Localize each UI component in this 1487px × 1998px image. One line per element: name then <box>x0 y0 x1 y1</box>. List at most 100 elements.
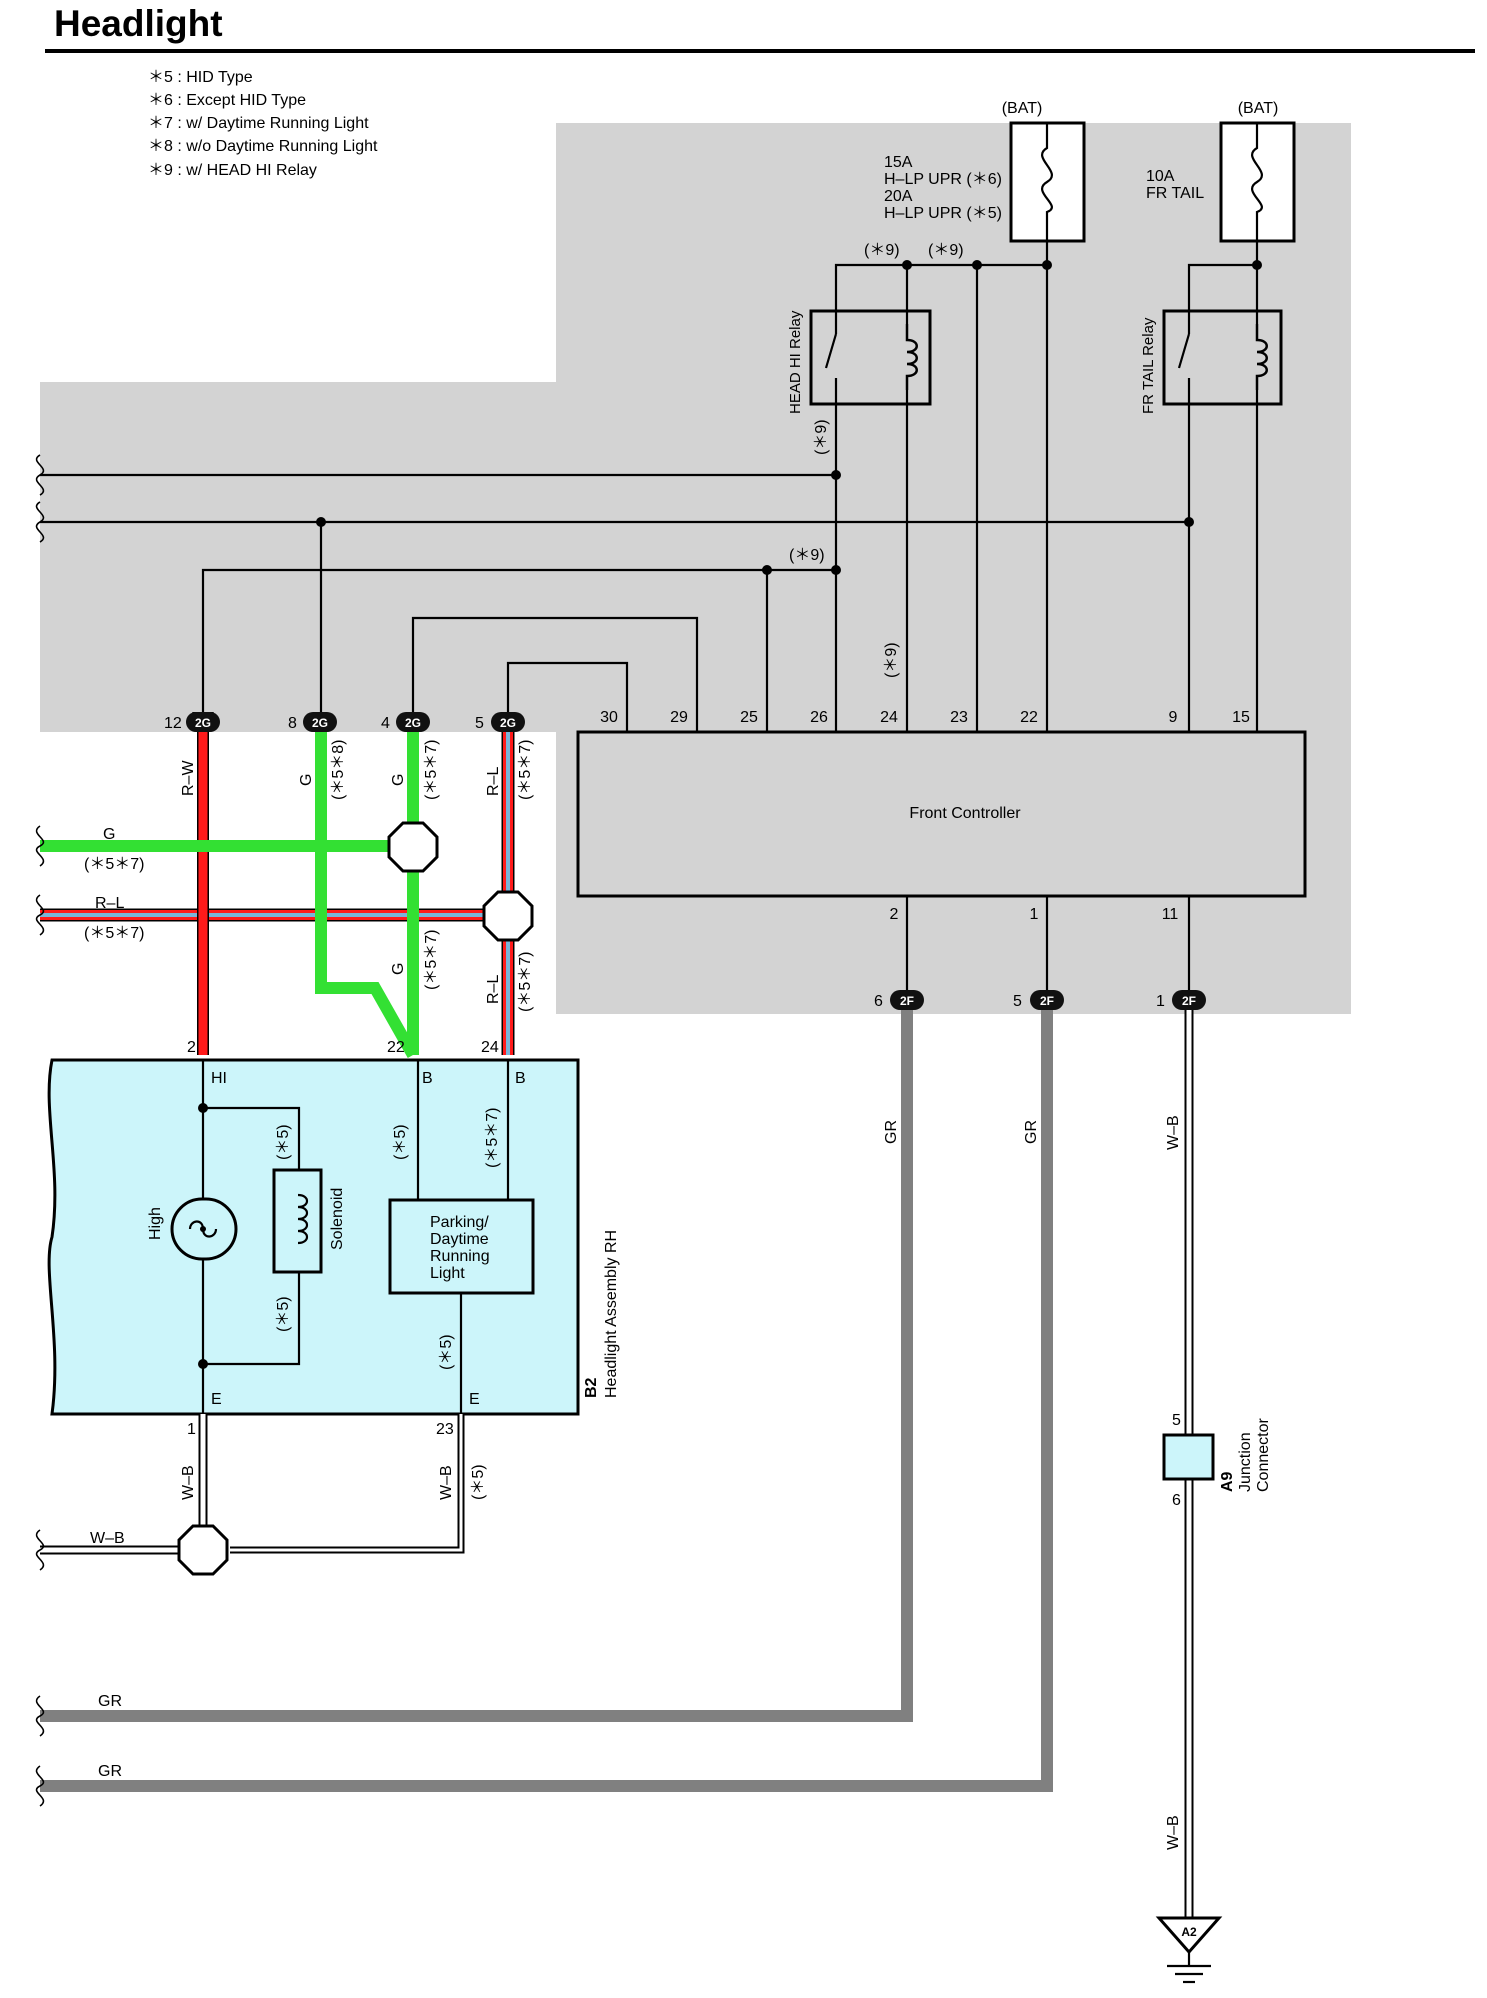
notes-legend: ＊5 : HID Type ＊6 : Except HID Type ＊7 : … <box>148 69 378 179</box>
tag-n57: (＊5＊7) <box>84 925 144 942</box>
junction-name-line: Junction <box>1237 1432 1254 1492</box>
fr-tail-relay <box>1162 309 1283 406</box>
wire-color-label: R–L <box>485 975 502 1004</box>
note-item: ＊5 : HID Type <box>148 69 253 86</box>
fr-tail-relay-label: FR TAIL Relay <box>1140 317 1157 414</box>
drl-label-line: Parking/ <box>430 1214 489 1231</box>
fuse-h-lp-upr <box>1009 121 1086 243</box>
wire-color-label: W–B <box>438 1465 455 1500</box>
gr-wires <box>35 1010 1053 1807</box>
connector-code: 2F <box>1040 994 1054 1008</box>
junction-code: A9 <box>1219 1471 1236 1492</box>
tag-n57: (＊5＊7) <box>484 1108 501 1168</box>
wire-color-label: W–B <box>180 1465 197 1500</box>
pin-label: 5 <box>1172 1412 1181 1429</box>
tag-n9: (＊9) <box>928 242 964 259</box>
terminal-label: HI <box>211 1070 227 1087</box>
wire-color-label: G <box>298 774 315 786</box>
pin-label: 5 <box>1013 993 1022 1010</box>
pin-label: 1 <box>187 1421 196 1438</box>
pin-label: 6 <box>874 993 883 1010</box>
pin-label: 2 <box>890 906 899 923</box>
drl-label-line: Running <box>430 1248 490 1265</box>
solenoid-label: Solenoid <box>329 1188 346 1250</box>
front-controller-label: Front Controller <box>909 805 1021 822</box>
fuse-fr-tail <box>1219 121 1296 243</box>
pin-label: 15 <box>1232 709 1250 726</box>
solenoid-icon <box>272 1168 323 1274</box>
wire-color-label: W–B <box>90 1530 125 1547</box>
tag-n57: (＊5＊7) <box>423 930 440 990</box>
connector-code: 2F <box>900 994 914 1008</box>
tag-n5: (＊5) <box>275 1296 292 1332</box>
pin-label: 22 <box>1020 709 1038 726</box>
tag-n5: (＊5) <box>392 1124 409 1160</box>
wire-color-label: R–W <box>180 760 197 796</box>
tag-n57: (＊5＊7) <box>423 740 440 800</box>
fuse1-line: 20A <box>884 188 913 205</box>
ground-label: A2 <box>1181 1925 1197 1939</box>
pin-label: 29 <box>670 709 688 726</box>
pin-label: 12 <box>164 715 182 732</box>
tag-n9: (＊9) <box>789 547 825 564</box>
drl-label-line: Light <box>430 1265 465 1282</box>
fuse1-line: 15A <box>884 154 913 171</box>
fuse2-line: FR TAIL <box>1146 185 1204 202</box>
headlight-assembly-box <box>47 1058 580 1416</box>
pin-label: 24 <box>880 709 898 726</box>
headlight-internal-wiring <box>198 1060 510 1414</box>
connector-code: 2G <box>500 716 516 730</box>
note-item: ＊8 : w/o Daytime Running Light <box>148 138 378 155</box>
wire-color-label: G <box>103 826 115 843</box>
wire-color-label: GR <box>98 1763 122 1780</box>
headlight-code: B2 <box>583 1377 600 1398</box>
front-controller-top-pins: 30 29 25 26 24 23 22 9 15 <box>600 709 1250 726</box>
wire-color-label: GR <box>98 1693 122 1710</box>
harness-wires <box>35 732 534 1058</box>
pin-label: 5 <box>475 715 484 732</box>
junction-name-line: Connector <box>1255 1418 1272 1492</box>
drl-label-line: Daytime <box>430 1231 489 1248</box>
wire-color-label: W–B <box>1165 1815 1182 1850</box>
note-item: ＊7 : w/ Daytime Running Light <box>148 115 369 132</box>
high-beam-label: High <box>147 1207 164 1240</box>
connector-2f-row: 2F 2F 2F <box>890 990 1206 1010</box>
tag-n9: (＊9) <box>883 642 900 678</box>
headlight-name: Headlight Assembly RH <box>603 1230 620 1398</box>
note-item: ＊6 : Except HID Type <box>148 92 306 109</box>
ground-symbol-icon <box>1155 1916 1223 1984</box>
ground-wiring-left <box>35 1414 465 1576</box>
pin-label: 1 <box>1156 993 1165 1010</box>
pin-label: 4 <box>381 715 390 732</box>
fuse1-line: H–LP UPR (＊5) <box>884 205 1002 222</box>
control-wiring <box>35 241 1262 732</box>
front-controller-box <box>576 730 1307 898</box>
connector-code: 2G <box>312 716 328 730</box>
pin-label: 9 <box>1169 709 1178 726</box>
wire-color-label: W–B <box>1165 1115 1182 1150</box>
pin-label: 23 <box>436 1421 454 1438</box>
tag-n57: (＊5＊7) <box>517 740 534 800</box>
fuse1-line: H–LP UPR (＊6) <box>884 171 1002 188</box>
pin-label: 1 <box>1030 906 1039 923</box>
head-hi-relay-label: HEAD HI Relay <box>787 310 804 414</box>
terminal-label: E <box>211 1391 222 1408</box>
pin-label: 30 <box>600 709 618 726</box>
page-title: Headlight <box>54 3 223 44</box>
tag-n9: (＊9) <box>813 419 830 455</box>
wire-color-label: GR <box>1023 1120 1040 1144</box>
tag-n57: (＊5＊7) <box>517 952 534 1012</box>
head-hi-relay <box>809 309 932 406</box>
terminal-label: B <box>422 1070 433 1087</box>
ground-wiring-right <box>1162 1010 1215 1918</box>
front-controller-bottom-pins: 2 1 11 <box>890 906 1179 923</box>
bat-label-2: (BAT) <box>1238 100 1279 117</box>
wire-color-label: GR <box>883 1120 900 1144</box>
wire-color-label: R–L <box>485 767 502 796</box>
tag-n57: (＊5＊7) <box>84 856 144 873</box>
high-beam-bulb-icon <box>170 1197 238 1261</box>
connector-code: 2G <box>405 716 421 730</box>
drl-lamp-box <box>388 1198 535 1295</box>
bat-label-1: (BAT) <box>1002 100 1043 117</box>
fuse2-line: 10A <box>1146 168 1175 185</box>
